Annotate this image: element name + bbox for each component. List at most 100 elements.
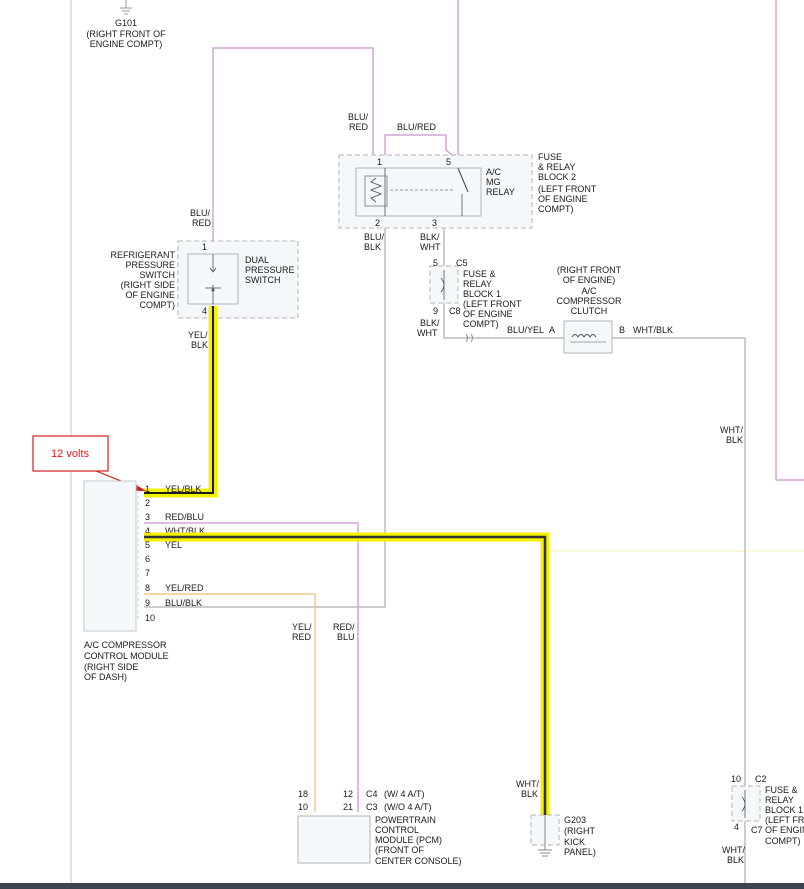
frb2-label-5: OF ENGINE <box>538 194 588 204</box>
switch-pin-bottom: 4 <box>202 306 207 316</box>
pcm-pin-12: 12 <box>343 789 353 799</box>
clutch-label-1: (RIGHT FRONT <box>557 265 622 275</box>
clutch-label-4: COMPRESSOR <box>556 296 622 306</box>
wire-label-wht-blk-bottom-1: WHT/ <box>722 845 745 855</box>
cm-pin-3: 3 <box>145 512 150 522</box>
wire-label-blu-red-switch-2: RED <box>192 218 212 228</box>
cm-wire-9: BLU/BLK <box>165 598 202 608</box>
g101-id: G101 <box>115 18 137 28</box>
frb1-bottom-label-6: COMPT) <box>765 836 801 846</box>
wire-label-blu-red-top-2: RED <box>349 122 369 132</box>
frb1-top-conn-bottom: C8 <box>449 306 461 316</box>
wire-label-blk-wht-fuse-1: BLK/ <box>420 318 440 328</box>
switch-pin-top: 1 <box>202 242 207 252</box>
fuse-1-bottom-symbol <box>741 790 746 818</box>
switch-contacts <box>205 254 221 304</box>
clutch-label-3: A/C <box>581 286 597 296</box>
cm-label-2: CONTROL MODULE <box>84 651 169 661</box>
pcm-label-2: CONTROL <box>375 825 419 835</box>
switch-loc-2: PRESSURE <box>125 260 175 270</box>
connector-mark <box>465 333 473 343</box>
frb2-label-6: COMPT) <box>538 204 574 214</box>
wire-label-blk-wht-relay-2: WHT <box>420 242 441 252</box>
wire-wht-blk <box>144 535 547 815</box>
cm-label-1: A/C COMPRESSOR <box>84 640 167 650</box>
g101-desc-1: (RIGHT FRONT OF <box>86 29 166 39</box>
cm-pin-4: 4 <box>145 526 150 536</box>
g203-desc-2: KICK <box>564 837 585 847</box>
fuse-relay-block-1-bottom-box <box>731 785 761 822</box>
wire-label-yel-red-vert-1: YEL/ <box>292 622 312 632</box>
g203-id: G203 <box>564 815 586 825</box>
switch-loc-4: (RIGHT SIDE <box>121 280 175 290</box>
pcm-c4-note: (W/ 4 A/T) <box>384 789 425 799</box>
clutch-pin-a: A <box>549 325 555 335</box>
wire-label-wht-blk-bottom-2: BLK <box>727 855 744 865</box>
cm-wire-3: RED/BLU <box>165 512 204 522</box>
wire-label-red-blu-vert-2: BLU <box>337 632 355 642</box>
frb1-bottom-pin-bottom: 4 <box>734 822 739 832</box>
clutch-coil <box>571 334 597 338</box>
frb2-label-4: (LEFT FRONT <box>538 184 597 194</box>
relay-pin-5: 5 <box>446 157 451 167</box>
wire-wht-blk-right <box>612 337 746 786</box>
wire-blu-yel <box>443 303 564 339</box>
cm-pin-8: 8 <box>145 583 150 593</box>
wire-label-blu-blk-relay-2: BLK <box>364 242 381 252</box>
wire-label-blu-red-top-1: BLU/ <box>348 112 369 122</box>
wire-yel-red <box>144 593 316 812</box>
wire-label-wht-blk-g203-1: WHT/ <box>516 779 539 789</box>
relay-label-3: RELAY <box>486 187 515 197</box>
g203-desc-3: PANEL) <box>564 847 596 857</box>
relay-coil <box>364 167 469 216</box>
wire-label-wht-blk-right-1: WHT/ <box>720 425 743 435</box>
switch-name-1: DUAL <box>245 255 269 265</box>
frb1-bottom-pin-top: 10 <box>731 774 741 784</box>
switch-loc-3: SWITCH <box>140 270 176 280</box>
frb1-top-label-2: RELAY <box>463 279 492 289</box>
wire-label-blu-red-switch-1: BLU/ <box>190 208 211 218</box>
wire-label-blk-wht-relay-1: BLK/ <box>420 232 440 242</box>
cm-wire-8: YEL/RED <box>165 583 204 593</box>
wire-label-blu-red-mid: BLU/RED <box>397 122 437 132</box>
cm-pin-9: 9 <box>145 598 150 608</box>
wire-label-blk-wht-fuse-2: WHT <box>417 328 438 338</box>
relay-pin-1: 1 <box>377 157 382 167</box>
frb1-top-label-6: COMPT) <box>463 319 499 329</box>
cm-label-4: OF DASH) <box>84 672 127 682</box>
frb2-label-1: FUSE <box>538 152 562 162</box>
switch-name-3: SWITCH <box>245 275 281 285</box>
cm-label-3: (RIGHT SIDE <box>84 662 138 672</box>
clutch-label-5: CLUTCH <box>571 306 608 316</box>
wire-yel-blk <box>144 306 214 494</box>
wire-label-yel-blk-switch-1: YEL/ <box>188 330 208 340</box>
frb1-top-label-3: BLOCK 1 <box>463 289 501 299</box>
wire-label-blu-blk-relay-1: BLU/ <box>364 232 385 242</box>
clutch-pin-b: B <box>619 325 625 335</box>
wire-label-wht-blk-clutch: WHT/BLK <box>633 325 673 335</box>
wire-blu-blk <box>144 228 386 608</box>
callout-text: 12 volts <box>51 448 89 460</box>
frb1-top-label-5: OF ENGINE <box>463 309 513 319</box>
wire-red-blu <box>144 522 359 812</box>
fuse-1-top-symbol <box>440 270 445 300</box>
relay-pin-3: 3 <box>432 218 437 228</box>
wire-blu-red-switch-relay <box>212 47 374 243</box>
pcm-pin-18: 18 <box>298 789 308 799</box>
frb2-label-2: & RELAY <box>538 162 575 172</box>
frb1-top-pin-top: 5 <box>433 258 438 268</box>
g203-desc-1: (RIGHT <box>564 826 595 836</box>
pcm-pin-21: 21 <box>343 802 353 812</box>
wire-label-wht-blk-g203-2: BLK <box>521 789 538 799</box>
switch-loc-1: REFRIGERANT <box>110 250 175 260</box>
callout-box <box>32 435 109 472</box>
wire-label-blu-yel: BLU/YEL <box>507 325 544 335</box>
cm-pin-7: 7 <box>145 568 150 578</box>
frb1-top-label-1: FUSE & <box>463 269 496 279</box>
cm-pin-6: 6 <box>145 554 150 564</box>
frb1-bottom-label-4: (LEFT FRONT <box>765 815 804 825</box>
frb1-bottom-label-5: OF ENGINE <box>765 825 804 835</box>
relay-label-2: MG <box>486 177 501 187</box>
cm-wire-5: YEL <box>165 540 182 550</box>
